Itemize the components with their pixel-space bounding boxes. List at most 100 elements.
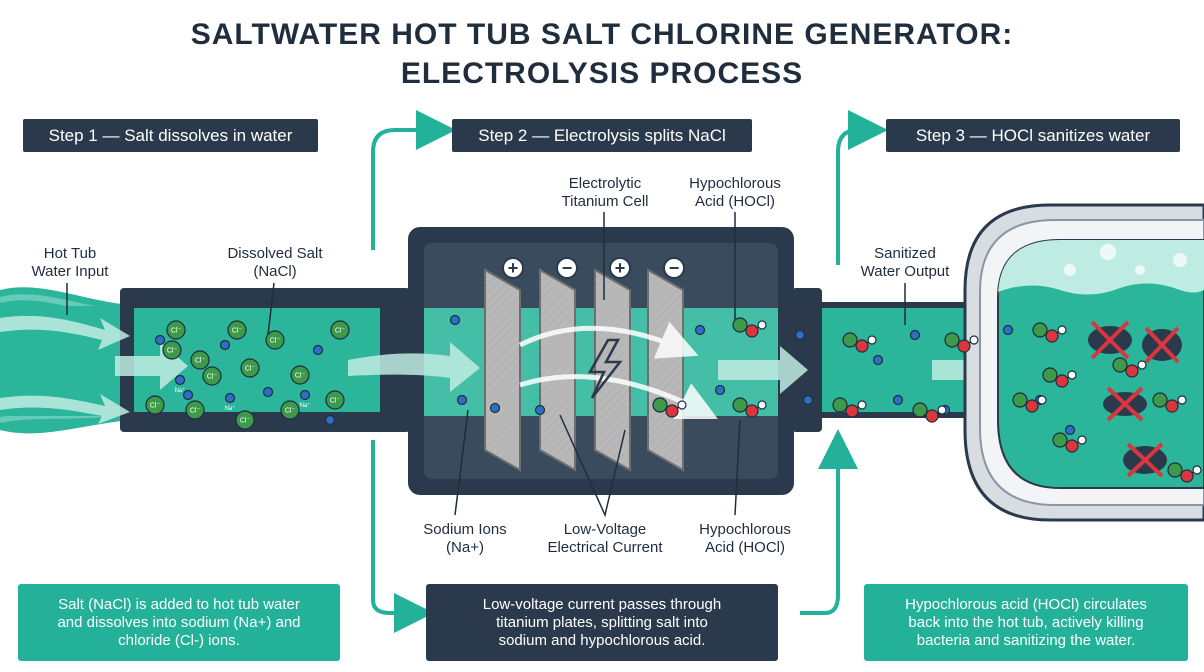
arrow-icon [348, 342, 480, 392]
sodium-ion [909, 329, 921, 341]
chloride-ion [280, 400, 300, 420]
hocl-molecule [1152, 392, 1187, 413]
oxygen-atom [665, 404, 679, 418]
chloride-ion [202, 366, 222, 386]
chloride-ion [145, 395, 165, 415]
chlorine-atom [1012, 392, 1028, 408]
step-1-header: Step 1 — Salt dissolves in water [23, 119, 318, 152]
chlorine-atom [1152, 392, 1168, 408]
chloride-ion-label: Cl⁻ [295, 372, 306, 379]
hydrogen-atom [867, 335, 877, 345]
bacteria-icon [1103, 386, 1147, 422]
hocl-molecule [842, 332, 877, 353]
sodium-ion [449, 314, 461, 326]
label-hocl-top: Hypochlorous Acid (HOCl) [665, 175, 805, 211]
hydrogen-atom [1192, 465, 1202, 475]
chlorine-atom [912, 402, 928, 418]
chloride-ion [240, 358, 260, 378]
label-electrical-current: Low-Voltage Electrical Current [525, 521, 685, 557]
label-dissolved-salt-line-2: (NaCl) [253, 263, 297, 280]
label-titanium-cell-line-2: Titanium Cell [561, 193, 649, 210]
sodium-ion [794, 329, 806, 341]
page-title-line-1: SALTWATER HOT TUB SALT CHLORINE GENERATO… [190, 18, 1014, 51]
hocl-molecule [732, 317, 767, 338]
sodium-ion [174, 374, 186, 386]
caption-step-3: Hypochlorous acid (HOCl) circulates back… [864, 584, 1188, 661]
bacteria-icon [1123, 442, 1167, 478]
caption-step-1-line-3: chloride (Cl-) ions. [118, 631, 240, 649]
chlorine-atom [944, 332, 960, 348]
label-electrical-current-line-1: Low-Voltage [563, 521, 647, 538]
hydrogen-atom [757, 320, 767, 330]
oxygen-atom [1045, 329, 1059, 343]
hocl-molecule [732, 397, 767, 418]
flow-arrow-step2-to-step3-bottom [800, 429, 858, 615]
chloride-ion-label: Cl⁻ [171, 327, 182, 334]
bacteria-group [1088, 320, 1182, 478]
flow-arrow-step1-to-step2 [371, 110, 456, 250]
electrode-minus-2: − [669, 258, 680, 278]
chloride-ion-label: Cl⁻ [207, 373, 218, 380]
label-water-input-line-1: Hot Tub [43, 245, 97, 262]
x-mark-icon [1106, 386, 1144, 422]
x-mark-icon [1090, 320, 1130, 360]
chloride-ion-label: Cl⁻ [285, 407, 296, 414]
sodium-ion [489, 402, 501, 414]
hydrogen-atom [1067, 370, 1077, 380]
caption-step-1-line-2: and dissolves into sodium (Na+) and [57, 613, 301, 631]
label-electrical-current-line-2: Electrical Current [547, 539, 663, 556]
hydrogen-atom [677, 400, 687, 410]
chlorine-atom [832, 397, 848, 413]
hocl-molecule [1032, 322, 1067, 343]
lightning-icon [587, 338, 623, 399]
hocl-molecule [652, 397, 687, 418]
electrode-plus-1: + [508, 258, 519, 278]
hydrogen-atom [937, 405, 947, 415]
chloride-ion-label: Cl⁻ [150, 402, 161, 409]
caption-step-3-line-3: bacteria and sanitizing the water. [916, 631, 1136, 649]
label-titanium-cell-line-1: Electrolytic [568, 175, 642, 192]
step-2-header: Step 2 — Electrolysis splits NaCl [452, 119, 752, 152]
oxygen-atom [1065, 439, 1079, 453]
hydrogen-atom [1057, 325, 1067, 335]
chloride-ion-label: Cl⁻ [240, 417, 251, 424]
label-sodium-ions-line-2: (Na+) [446, 539, 484, 556]
chloride-ion [235, 410, 255, 430]
chloride-ion [325, 390, 345, 410]
step-3-header: Step 3 — HOCl sanitizes water [886, 119, 1180, 152]
label-hocl-top-line-2: Acid (HOCl) [694, 193, 775, 210]
hydrogen-atom [1077, 435, 1087, 445]
sodium-ion-label: Na⁺ [225, 405, 236, 412]
sodium-ion [224, 392, 236, 404]
x-mark-icon [1144, 326, 1180, 364]
flow-arrow-step1-to-step2-bottom [371, 440, 434, 633]
chlorine-atom [732, 397, 748, 413]
hocl-molecule [1042, 367, 1077, 388]
label-sodium-ions-line-1: Sodium Ions [423, 521, 507, 538]
sodium-ion [694, 324, 706, 336]
label-dissolved-salt-line-1: Dissolved Salt [227, 245, 323, 262]
hocl-molecule [912, 402, 947, 423]
sodium-ion [1002, 324, 1014, 336]
oxygen-atom [855, 339, 869, 353]
hocl-molecule [1167, 462, 1202, 483]
chlorine-atom [1052, 432, 1068, 448]
chloride-ion-label: Cl⁻ [167, 347, 178, 354]
sodium-ion-label: Na⁺ [175, 387, 186, 394]
oxygen-atom [925, 409, 939, 423]
chloride-ion-label: Cl⁻ [232, 327, 243, 334]
label-hocl-bottom-line-1: Hypochlorous [699, 521, 791, 538]
oxygen-atom [745, 324, 759, 338]
hydrogen-atom [1137, 360, 1147, 370]
oxygen-atom [1125, 364, 1139, 378]
sodium-ion [262, 386, 274, 398]
bacteria-icon [1142, 326, 1182, 364]
hot-tub [963, 203, 1204, 522]
chloride-ion-label: Cl⁻ [330, 397, 341, 404]
sodium-ion [312, 344, 324, 356]
flow-arrow-step2-to-step3 [836, 110, 888, 265]
sodium-ion [324, 414, 336, 426]
chlorine-atom [652, 397, 668, 413]
chloride-ion-label: Cl⁻ [335, 327, 346, 334]
chloride-ion [265, 330, 285, 350]
